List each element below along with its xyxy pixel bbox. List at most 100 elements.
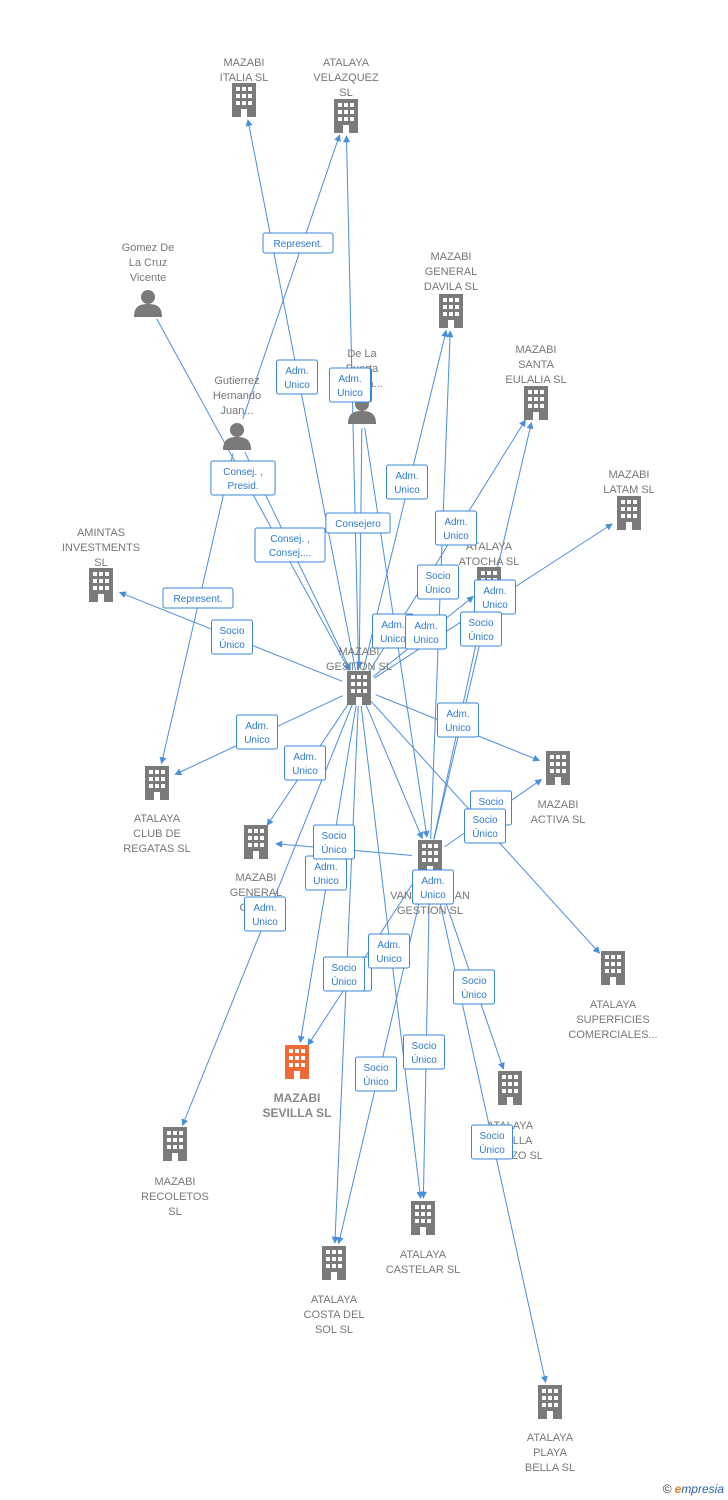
edge-label[interactable]: Adm.Unico — [284, 745, 326, 781]
edge-label-text: Único — [468, 630, 494, 643]
building-icon — [546, 751, 570, 785]
edge-label-text: Represent. — [174, 594, 223, 605]
building-icon — [601, 951, 625, 985]
node-label-line: ITALIA SL — [220, 72, 269, 84]
node-label-line: COMERCIALES... — [568, 1029, 657, 1041]
edge-label-text: Unico — [313, 876, 339, 887]
edge-label[interactable]: Adm.Unico — [474, 579, 516, 615]
edge-label-text: Socio — [321, 831, 346, 842]
node-label-line: Gutierrez — [214, 375, 259, 387]
edge-label-text: Unico — [482, 600, 508, 611]
edge-label-text: Adm. — [338, 374, 361, 385]
edge-label-text: Represent. — [274, 239, 323, 250]
node-gutierrez[interactable]: GutierrezHernandoJuan... — [213, 375, 261, 450]
node-label-line: MAZABI — [236, 872, 277, 884]
edge-label-text: Unico — [394, 485, 420, 496]
edge-label[interactable]: Adm.Unico — [368, 933, 410, 969]
edge-label-box — [236, 714, 278, 750]
node-label-line: ATALAYA — [527, 1432, 574, 1444]
edge-label[interactable]: Represent. — [262, 232, 334, 254]
edge-label[interactable]: Adm.Unico — [244, 896, 286, 932]
building-icon — [163, 1127, 187, 1161]
edge-label-text: Socio — [468, 618, 493, 629]
edge-label[interactable]: Consej. ,Presid. — [210, 460, 276, 496]
node-atalaya_superficies[interactable]: ATALAYASUPERFICIESCOMERCIALES... — [568, 951, 658, 1041]
node-label-line: MAZABI — [339, 646, 380, 658]
edge-label-text: Socio — [363, 1063, 388, 1074]
edge-label[interactable]: Adm.Unico — [372, 613, 414, 649]
edge-label[interactable]: Consejero — [325, 512, 391, 534]
node-label-line: SANTA — [518, 359, 555, 371]
building-icon — [617, 496, 641, 530]
edge-label[interactable]: Adm.Unico — [236, 714, 278, 750]
edge-label-box — [460, 611, 502, 647]
edge-label-text: Unico — [420, 890, 446, 901]
edge-label[interactable]: Adm.Unico — [329, 367, 371, 403]
edge-label-text: Unico — [445, 723, 471, 734]
edge-label-text: Adm. — [377, 940, 400, 951]
node-label-line: GENERAL — [230, 887, 283, 899]
edge-label-text: Adm. — [395, 471, 418, 482]
edge-label-box — [254, 527, 326, 563]
edge-label[interactable]: Adm.Unico — [435, 510, 477, 546]
node-label-line: ATALAYA — [134, 813, 181, 825]
edge-label[interactable]: Represent. — [162, 587, 234, 609]
edge-label-text: Socio — [331, 963, 356, 974]
edge-label-text: Unico — [244, 735, 270, 746]
edge-label-text: Adm. — [285, 366, 308, 377]
node-label-line: SOL SL — [315, 1324, 353, 1336]
edge-label-box — [355, 1056, 397, 1092]
edge-label-text: Socio — [478, 797, 503, 808]
edge-label[interactable]: Adm.Unico — [276, 359, 318, 395]
edge-label-text: Único — [219, 638, 245, 651]
edge-label-text: Único — [331, 975, 357, 988]
edge-mazabi_gestion-to-mazabi_italia — [245, 118, 357, 671]
building-icon — [418, 840, 442, 874]
edge-label[interactable]: Adm. Unico — [386, 464, 428, 500]
building-icon — [322, 1246, 346, 1280]
edge-label[interactable]: Adm.Unico — [437, 702, 479, 738]
edge-label-box — [162, 587, 234, 609]
node-label-line: SL — [94, 557, 107, 569]
edge-label[interactable]: Adm.Unico — [412, 869, 454, 905]
edge-label-box — [405, 614, 447, 650]
node-label-line: DAVILA SL — [424, 281, 478, 293]
edge-label-box — [284, 745, 326, 781]
node-label-line: ATALAYA — [590, 999, 637, 1011]
edge-label-text: Único — [363, 1075, 389, 1088]
brand-logo-e: e — [674, 1482, 682, 1496]
edge-gutierrez-to-atalaya_club — [159, 453, 234, 765]
edge-label[interactable]: Adm.Unico — [305, 855, 347, 891]
edge-label-text: Socio — [219, 626, 244, 637]
edge-label-box — [453, 969, 495, 1005]
edge-label[interactable]: Consej. ,Consej.... — [254, 527, 326, 563]
edge-label[interactable]: Adm.Unico — [405, 614, 447, 650]
